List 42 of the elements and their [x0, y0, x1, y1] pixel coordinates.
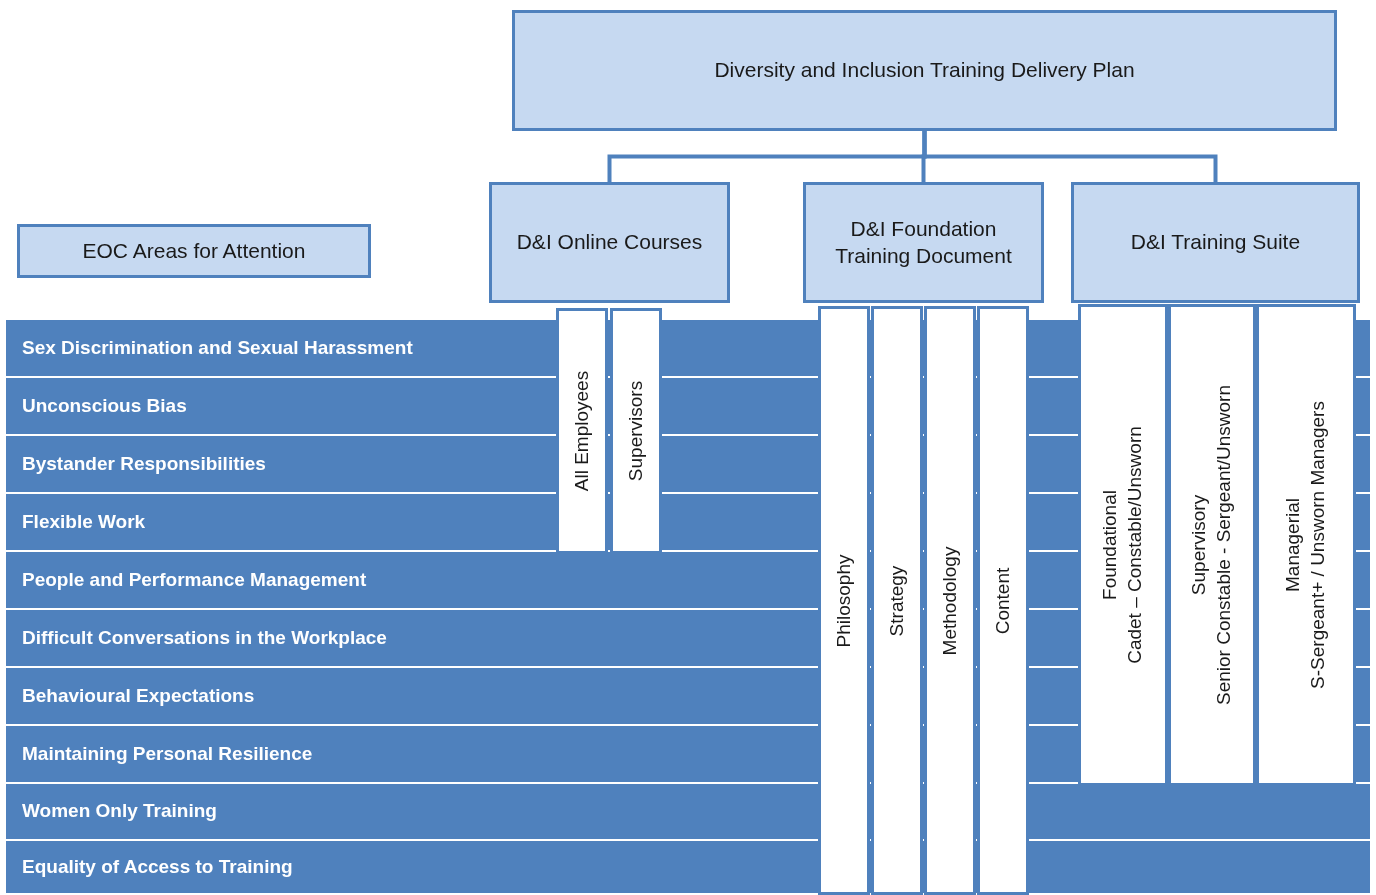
column-label: Philosophy [831, 554, 855, 647]
column-label: Senior Constable - Sergeant/Unsworn [1212, 385, 1235, 705]
box-label: Diversity and Inclusion Training Delivery Plan [714, 57, 1135, 84]
column-strip [977, 306, 1029, 895]
column-label: Managerial [1281, 498, 1305, 592]
column-strip [1256, 304, 1356, 786]
row-label: Bystander Responsibilities [22, 451, 266, 476]
header-box [803, 182, 1044, 303]
column-label: Content [990, 567, 1014, 634]
column-label: Foundational [1098, 490, 1122, 600]
row-label: Unconscious Bias [22, 393, 187, 418]
column-label: Cadet – Constable/Unsworn [1123, 426, 1146, 664]
column-label: Supervisory [1187, 494, 1211, 596]
column-label: All Employees [569, 370, 593, 492]
header-box [1071, 182, 1360, 303]
column-strip [1168, 304, 1256, 786]
column-strip [871, 306, 923, 895]
header-box [512, 10, 1337, 131]
row-label: Maintaining Personal Resilience [22, 741, 313, 766]
row-label: Flexible Work [22, 509, 146, 534]
column-strip [924, 306, 976, 895]
box-label: D&I Training Suite [1130, 229, 1301, 256]
box-label: EOC Areas for Attention [82, 237, 306, 264]
row-label: Behavioural Expectations [22, 683, 255, 708]
column-strip [556, 308, 608, 554]
box-label: D&I Foundation Training Document [834, 216, 1013, 269]
connector-line [922, 131, 1218, 182]
row-label: Sex Discrimination and Sexual Harassment [22, 335, 413, 360]
column-strip [610, 308, 662, 554]
column-label: Supervisors [623, 380, 647, 482]
row-label: Difficult Conversations in the Workplace [22, 625, 387, 650]
column-label: Methodology [937, 546, 961, 655]
column-label: Strategy [884, 565, 908, 636]
row-label: Equality of Access to Training [22, 854, 293, 879]
column-strip [818, 306, 870, 895]
header-box [489, 182, 730, 303]
header-box [17, 224, 371, 278]
column-label: S-Sergeant+ / Unsworn Managers [1306, 401, 1329, 689]
column-strip [1078, 304, 1168, 786]
box-label: D&I Online Courses [516, 229, 703, 256]
row-label: People and Performance Management [22, 567, 367, 592]
row-label: Women Only Training [22, 799, 217, 824]
